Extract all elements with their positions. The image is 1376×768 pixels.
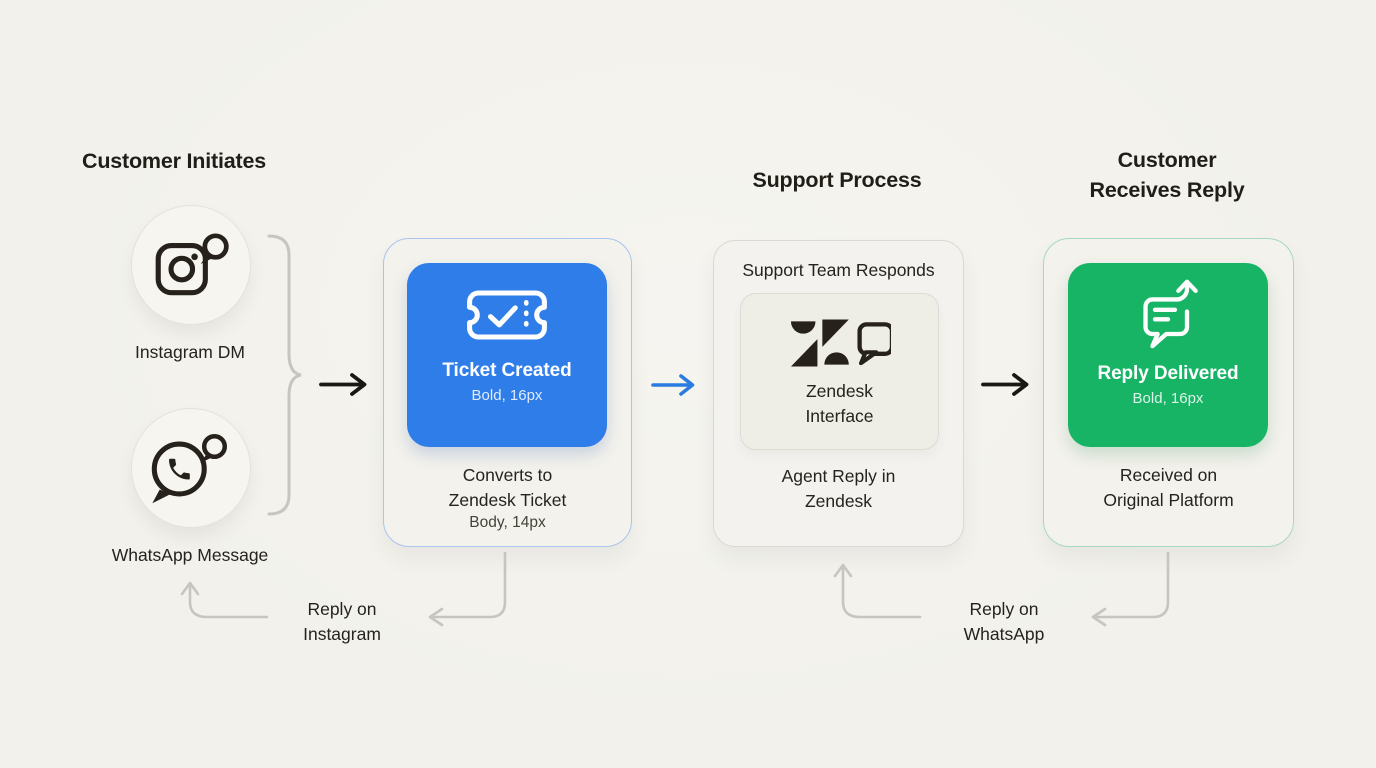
chat-arrow-up-icon <box>1143 279 1198 349</box>
node-support-process[interactable]: Support Team Responds Zendesk Interface … <box>713 240 964 547</box>
ticket-check-icon <box>467 290 547 340</box>
ticket-body-line1: Converts to <box>462 465 553 485</box>
receive-body-line2: Original Platform <box>1103 489 1234 510</box>
label-instagram-dm: Instagram DM <box>135 342 245 362</box>
arrow-right-icon <box>981 373 1029 396</box>
zendesk-logo <box>790 319 849 367</box>
brace-connector <box>267 234 302 516</box>
tool-label-line2: Interface <box>805 405 874 426</box>
label-whatsapp-message: WhatsApp Message <box>111 545 269 565</box>
reply-loop-whatsapp-connector <box>833 552 1170 627</box>
heading-support-process: Support Process <box>752 168 922 192</box>
heading-customer-receives-reply: Customer Receives Reply <box>1047 145 1287 205</box>
ticket-body-annotation: Body, 14px <box>469 514 546 531</box>
whatsapp-message-icon <box>151 433 227 504</box>
reply-title-annotation: Bold, 16px <box>1132 390 1204 407</box>
reply-whatsapp-line1: Reply on <box>969 599 1039 619</box>
ticket-body-line2: Zendesk Ticket <box>448 489 567 510</box>
arrow-right-blue-icon <box>651 374 695 396</box>
tool-label-line1: Zendesk <box>805 381 874 401</box>
ticket-created-title: Ticket Created <box>442 360 572 381</box>
instagram-dm-icon <box>155 233 229 296</box>
chat-bubble-icon <box>856 322 891 366</box>
node-ticket-created[interactable]: Ticket Created Bold, 16px Converts to Ze… <box>383 238 632 547</box>
support-body-line2: Zendesk <box>804 490 873 511</box>
heading-customer-initiates: Customer Initiates <box>82 149 266 173</box>
heading-receive-line1: Customer <box>1117 148 1217 172</box>
node-reply-delivered[interactable]: Reply Delivered Bold, 16px Received on O… <box>1043 238 1294 547</box>
node-whatsapp-message[interactable] <box>131 408 251 528</box>
heading-receive-line2: Receives Reply <box>1089 178 1245 202</box>
receive-body-line1: Received on <box>1119 465 1218 485</box>
label-reply-on-instagram: Reply on Instagram <box>262 597 422 646</box>
label-reply-on-whatsapp: Reply on WhatsApp <box>924 597 1084 646</box>
arrow-right-icon <box>319 373 367 396</box>
reply-loop-instagram-connector <box>180 552 507 627</box>
ticket-title-annotation: Bold, 16px <box>471 387 543 404</box>
reply-delivered-tile: Reply Delivered Bold, 16px <box>1068 263 1268 447</box>
support-card-title: Support Team Responds <box>742 260 935 280</box>
node-instagram-dm[interactable] <box>131 205 251 325</box>
reply-instagram-line1: Reply on <box>307 599 377 619</box>
bubble-tail <box>152 489 170 504</box>
support-body-line1: Agent Reply in <box>781 466 896 486</box>
bubble-tail-small <box>200 453 211 464</box>
reply-whatsapp-line2: WhatsApp <box>963 623 1045 644</box>
reply-instagram-line2: Instagram <box>303 623 381 644</box>
instagram-dot <box>191 253 198 261</box>
reply-delivered-title: Reply Delivered <box>1097 363 1239 384</box>
zendesk-chat-icon <box>790 319 891 367</box>
ticket-created-tile: Ticket Created Bold, 16px <box>407 263 607 447</box>
bubble-tail <box>200 254 212 264</box>
node-zendesk-interface[interactable]: Zendesk Interface <box>740 293 939 450</box>
phone-handset <box>169 458 190 480</box>
